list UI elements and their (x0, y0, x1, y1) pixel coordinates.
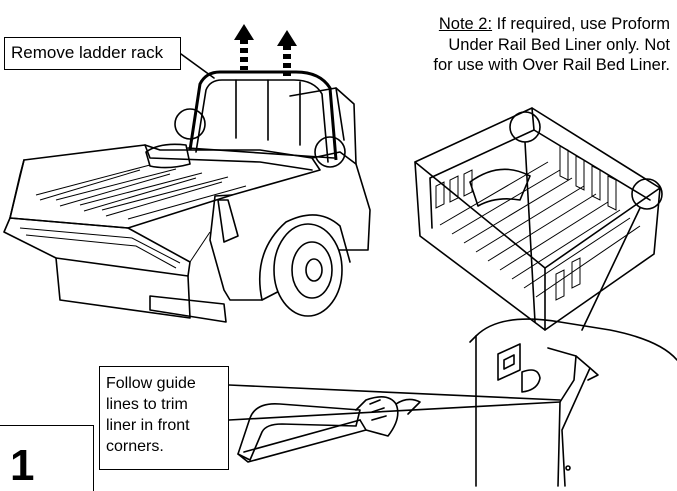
follow-guide-lines-callout: Follow guide lines to trim liner in fron… (99, 366, 229, 470)
leader-line (581, 207, 641, 331)
leader-line (228, 384, 561, 401)
note-line: for use with Over Rail Bed Liner. (433, 56, 670, 74)
note-line: Note 2: If required, use Proform (438, 15, 670, 33)
corner-detail-view (469, 318, 677, 487)
hacksaw-illustration (237, 396, 421, 463)
callout-line: lines to trim (106, 396, 188, 413)
callout-line: corners. (106, 438, 164, 455)
leader-line (180, 53, 215, 79)
callout-text: Remove ladder rack (11, 43, 164, 62)
callout-line: liner in front (106, 417, 190, 434)
note-line: Under Rail Bed Liner only. Not (448, 35, 670, 54)
note-2: Note 2: If required, use Proform Under R… (350, 14, 670, 76)
remove-ladder-rack-callout: Remove ladder rack (4, 37, 181, 70)
step-number: 1 (10, 441, 35, 490)
pickup-truck-illustration (3, 70, 371, 323)
up-arrow-icon (234, 24, 254, 70)
step-box (0, 425, 94, 491)
callout-line: Follow guide (106, 375, 196, 392)
leader-line (228, 401, 561, 421)
leader-line (524, 141, 536, 323)
up-arrow-icon (277, 30, 297, 76)
bed-liner-illustration (414, 107, 663, 331)
note-label: Note 2: (438, 15, 493, 33)
